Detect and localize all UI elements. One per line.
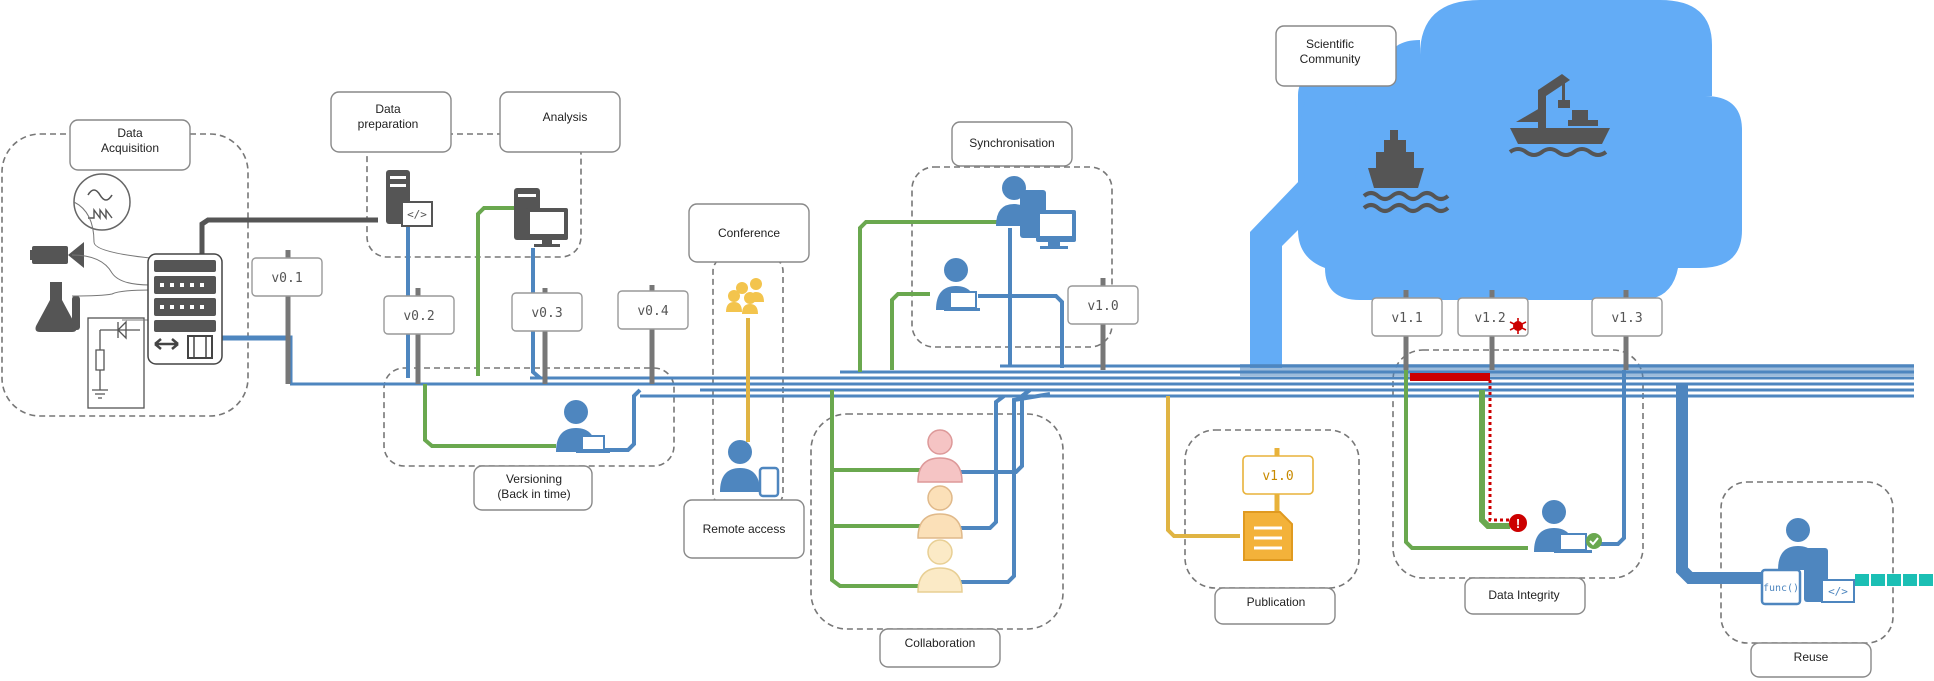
analysis-label: Analysis xyxy=(499,91,621,153)
data-acquisition-label: Data Acquisition xyxy=(69,119,191,171)
scientific-community-label: Scientific Community xyxy=(1275,25,1397,87)
analysis-line xyxy=(531,248,542,380)
svg-text:v1.1: v1.1 xyxy=(1391,311,1422,326)
oscilloscope-icon xyxy=(73,173,131,231)
publication-group xyxy=(1184,429,1360,589)
svg-text:v1.0: v1.0 xyxy=(1087,299,1118,314)
document-icon xyxy=(1243,511,1293,561)
sync-user-laptop-icon xyxy=(936,258,980,311)
acquisition-device-icon xyxy=(71,201,223,365)
collaboration-label: Collaboration xyxy=(879,628,1001,668)
version-tag-v1-3: v1.3 xyxy=(1591,290,1663,370)
integrity-blue-link xyxy=(1595,370,1626,546)
sync-user-desktop-icon xyxy=(996,176,1076,249)
cargo-ship-icon xyxy=(1508,74,1610,157)
svg-text:Analysis: Analysis xyxy=(543,110,588,124)
version-tag-v0-1: v0.1 xyxy=(251,250,323,384)
collaborator-2-icon xyxy=(917,485,963,539)
sync-green-link-1 xyxy=(858,220,1000,372)
sync-green-link-2 xyxy=(890,292,930,370)
server-code-icon: </> xyxy=(386,170,433,227)
data-preparation-label: Data preparation xyxy=(330,91,452,153)
conference-group-icon xyxy=(726,278,764,314)
remote-user-icon xyxy=(720,440,780,498)
collab-blue-link-2 xyxy=(960,394,1006,530)
data-integrity-group xyxy=(1392,349,1644,579)
remote-access-label: Remote access xyxy=(683,499,805,559)
publication-link xyxy=(1166,396,1240,538)
collaborator-1-icon xyxy=(917,429,963,483)
svg-text:(Back in time): (Back in time) xyxy=(497,487,570,501)
workstation-icon xyxy=(514,188,568,247)
version-tag-v0-3: v0.3 xyxy=(511,288,583,384)
svg-text:Data: Data xyxy=(117,126,143,140)
conference-label: Conference xyxy=(688,203,810,263)
svg-text:</>: </> xyxy=(1828,585,1848,598)
svg-text:Reuse: Reuse xyxy=(1794,650,1829,664)
versioning-user-icon xyxy=(556,400,610,453)
version-tag-v0-2: v0.2 xyxy=(383,288,455,384)
error-icon: ! xyxy=(1509,514,1527,532)
reuse-label: Reuse xyxy=(1750,642,1872,678)
svg-text:v0.2: v0.2 xyxy=(403,309,434,324)
integrity-green-link xyxy=(1404,366,1528,550)
publication-version-tag: v1.0 xyxy=(1242,448,1314,512)
svg-text:preparation: preparation xyxy=(358,117,419,131)
sync-blue-link-2 xyxy=(978,294,1064,368)
svg-text:v1.3: v1.3 xyxy=(1611,311,1642,326)
integrity-green-link-2 xyxy=(1479,390,1510,529)
svg-text:</>: </> xyxy=(407,208,427,221)
svg-text:Scientific: Scientific xyxy=(1306,37,1354,51)
lab-flask-icon xyxy=(35,282,80,332)
version-tag-v1-2: v1.2 xyxy=(1457,290,1529,370)
version-tag-v1-0: v1.0 xyxy=(1067,278,1139,370)
svg-text:v0.4: v0.4 xyxy=(637,304,668,319)
collab-green-link xyxy=(830,390,920,588)
svg-text:v0.3: v0.3 xyxy=(531,306,562,321)
preparation-link xyxy=(199,217,378,255)
svg-text:Data Integrity: Data Integrity xyxy=(1488,588,1559,602)
integrity-user-icon xyxy=(1534,500,1592,553)
svg-text:v1.2: v1.2 xyxy=(1474,311,1505,326)
svg-text:Synchronisation: Synchronisation xyxy=(969,136,1054,150)
analysis-green-link xyxy=(476,206,522,376)
versioning-label: Versioning (Back in time) xyxy=(473,465,593,511)
version-tag-v0-4: v0.4 xyxy=(617,285,689,384)
integrity-red-dotted xyxy=(1488,380,1512,522)
acquisition-link xyxy=(222,335,293,384)
reuse-link xyxy=(1676,384,1770,584)
svg-text:Community: Community xyxy=(1300,52,1361,66)
bug-icon xyxy=(1509,318,1527,334)
versioning-green-link xyxy=(423,384,556,448)
svg-text:Acquisition: Acquisition xyxy=(101,141,159,155)
svg-text:Publication: Publication xyxy=(1247,595,1306,609)
versioning-blue-link xyxy=(590,388,642,452)
svg-text:Versioning: Versioning xyxy=(506,472,562,486)
svg-text:Remote access: Remote access xyxy=(703,522,786,536)
ship-icon xyxy=(1362,130,1450,213)
svg-text:func(): func() xyxy=(1763,583,1799,594)
data-integrity-label: Data Integrity xyxy=(1464,577,1586,615)
collab-blue-link-3 xyxy=(960,392,1051,584)
function-icon: func() xyxy=(1760,568,1802,606)
svg-text:!: ! xyxy=(1516,516,1520,531)
code-tag-icon: </> xyxy=(1821,579,1855,603)
circuit-diagram-icon xyxy=(87,317,145,409)
svg-text:Collaboration: Collaboration xyxy=(905,636,976,650)
check-icon xyxy=(1586,533,1602,549)
publication-label: Publication xyxy=(1214,587,1336,625)
collaborator-3-icon xyxy=(917,539,963,593)
svg-text:Conference: Conference xyxy=(718,226,780,240)
version-tag-v1-1: v1.1 xyxy=(1371,290,1443,370)
svg-text:Data: Data xyxy=(375,102,401,116)
svg-text:v0.1: v0.1 xyxy=(271,271,302,286)
synchronisation-label: Synchronisation xyxy=(951,121,1073,167)
svg-text:v1.0: v1.0 xyxy=(1262,469,1293,484)
